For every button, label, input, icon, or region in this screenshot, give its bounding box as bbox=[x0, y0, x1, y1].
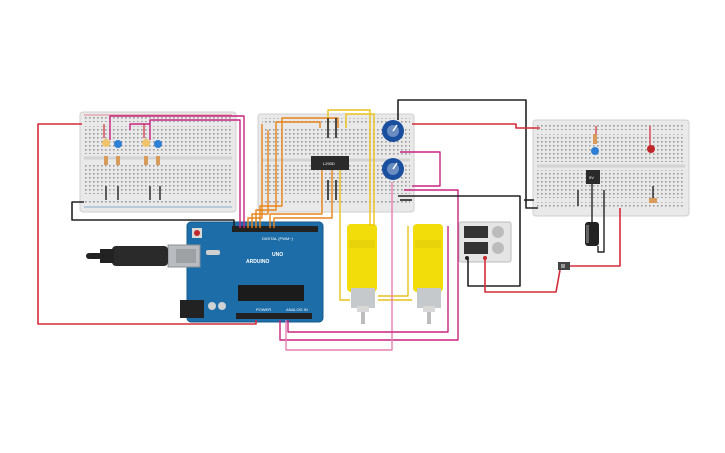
photoresistor-left-2 bbox=[142, 139, 150, 147]
slide-switch bbox=[558, 262, 570, 270]
wire-red-left-loop bbox=[37, 123, 257, 325]
led-blue-left-2 bbox=[154, 140, 162, 148]
wire-red-mid-right bbox=[412, 123, 540, 129]
resistors-left bbox=[104, 156, 160, 165]
photoresistor-left-1 bbox=[102, 139, 110, 147]
arduino-analog-header-label: ANALOG IN bbox=[286, 307, 308, 312]
wire-magenta-pot-1 bbox=[400, 151, 441, 187]
wire-black-battery bbox=[398, 195, 521, 287]
electrolytic-capacitor bbox=[585, 222, 599, 246]
wire-magenta-pot-2 bbox=[279, 189, 459, 341]
potentiometer-top bbox=[382, 120, 404, 142]
potentiometer-bottom bbox=[382, 158, 404, 180]
led-red-right bbox=[647, 145, 655, 153]
wire-magenta-motor bbox=[287, 226, 449, 333]
wire-magenta-pot-3 bbox=[285, 182, 393, 351]
arduino-digital-header-label: DIGITAL (PWM~) bbox=[262, 236, 294, 241]
wire-black-top bbox=[397, 99, 538, 209]
dc-motor-left bbox=[347, 224, 377, 324]
wire-magenta-left-1 bbox=[109, 115, 245, 228]
led-blue-right bbox=[591, 147, 599, 155]
wire-red-battery-switch bbox=[484, 258, 561, 293]
wire-orange-4 bbox=[259, 117, 339, 228]
wire-yellow-3 bbox=[339, 170, 350, 301]
resistor-right-bottom bbox=[649, 198, 657, 203]
led-blue-left-1 bbox=[114, 140, 122, 148]
wire-orange-6 bbox=[273, 170, 333, 228]
wire-orange-1 bbox=[247, 124, 263, 228]
battery-pack bbox=[458, 221, 512, 263]
wire-red-switch-board bbox=[570, 208, 621, 267]
arduino-uno-board: ARDUINO UNO DIGITAL (PWM~) POWER ANALOG … bbox=[86, 221, 324, 323]
driver-chip-label: L293D bbox=[323, 161, 335, 166]
dc-motor-right bbox=[413, 224, 443, 324]
regulator-label: 5V bbox=[589, 175, 594, 180]
wires bbox=[37, 99, 654, 351]
motor-driver-chip: L293D bbox=[311, 156, 349, 170]
wire-yellow-5 bbox=[378, 226, 409, 297]
wire-yellow-2 bbox=[345, 113, 375, 226]
wire-orange-5 bbox=[269, 170, 323, 228]
arduino-power-header-label: POWER bbox=[256, 307, 271, 312]
wire-black-left bbox=[71, 201, 235, 228]
wire-orange-3 bbox=[255, 121, 321, 228]
resistor-right-top bbox=[593, 134, 597, 144]
arduino-brand-label: ARDUINO bbox=[246, 259, 269, 265]
wire-magenta-left-3 bbox=[129, 123, 150, 130]
wire-magenta-left-2 bbox=[149, 119, 241, 228]
arduino-model-label: UNO bbox=[272, 252, 283, 258]
voltage-regulator: 5V bbox=[586, 170, 600, 184]
breadboard-right bbox=[532, 119, 690, 217]
